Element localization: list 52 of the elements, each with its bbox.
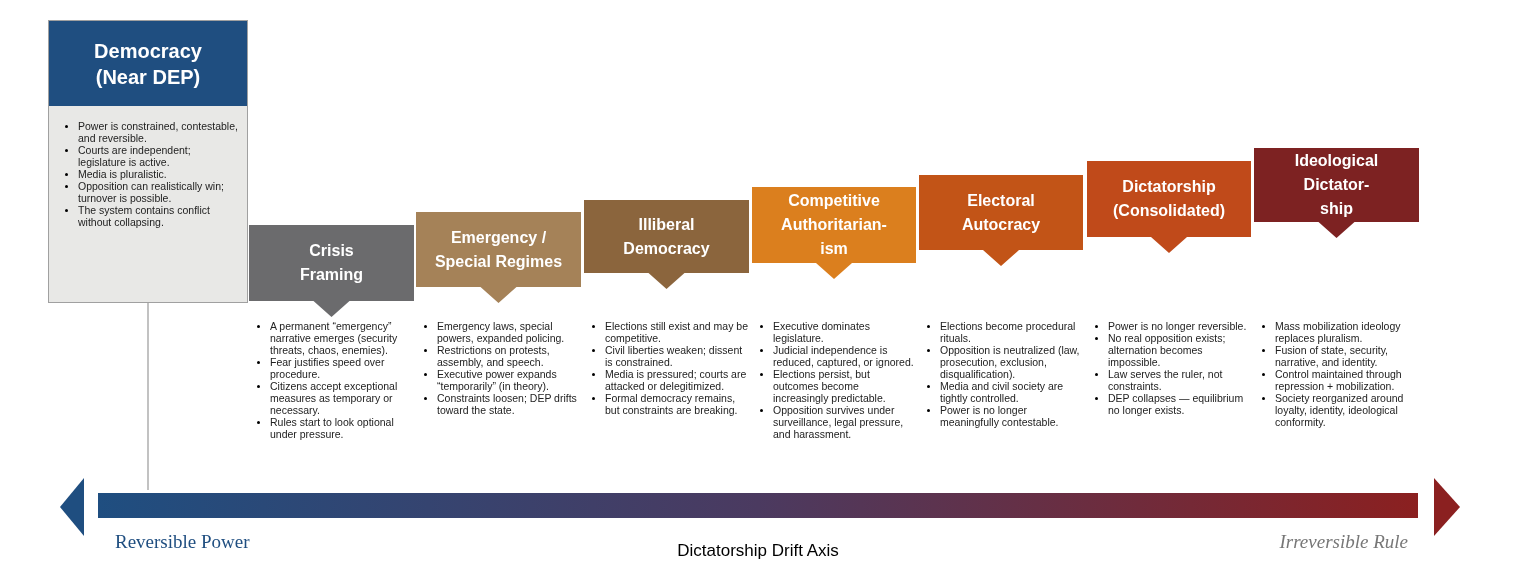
bullet-item: Restrictions on protests, assembly, and speech. xyxy=(424,344,581,368)
bullet-item: Media is pressured; courts are attacked or delegitimized. xyxy=(592,368,749,392)
bullet-item: Executive dominates legislature. xyxy=(760,320,916,344)
bullet-item: Mass mobilization ideology replaces pluralism. xyxy=(1262,320,1419,344)
bullet-item: Elections still exist and may be competitive. xyxy=(592,320,749,344)
bullet-item: Fear justifies speed over procedure. xyxy=(257,356,414,380)
bullet-item: Elections persist, but outcomes become increasingly predictable. xyxy=(760,368,916,404)
stage-title: Dictatorship (Consolidated) xyxy=(1112,177,1226,221)
axis-label: Reversible Power xyxy=(115,530,250,554)
stage-title: Competitive Authoritarian- ism xyxy=(780,191,888,259)
axis-title: Dictatorship Drift Axis xyxy=(677,540,839,562)
bullet-item: Rules start to look optional under pressure. xyxy=(257,416,414,440)
bullet-item: Citizens accept exceptional measures as temporary or necessary. xyxy=(257,380,414,416)
bullet-item: Courts are independent; legislature is active. xyxy=(65,144,241,168)
bullet-item: Power is no longer reversible. xyxy=(1095,320,1251,332)
bullet-item: Executive power expands “temporarily” (in theory). xyxy=(424,368,581,392)
bullet-item: Opposition survives under surveillance, legal pressure, and harassment. xyxy=(760,404,916,440)
stage-title: Electoral Autocracy xyxy=(960,190,1042,235)
bullet-item: A permanent “emergency” narrative emerges (security threats, chaos, enemies). xyxy=(257,320,414,356)
bullet-item: Emergency laws, special powers, expanded policing. xyxy=(424,320,581,344)
stage-title: Illiberal Democracy xyxy=(622,214,711,259)
stage-title: Ideological Dictator- ship xyxy=(1293,151,1380,219)
bullet-item: Elections become procedural rituals. xyxy=(927,320,1083,344)
callout-box xyxy=(1254,148,1419,238)
bullet-item: Law serves the ruler, not constraints. xyxy=(1095,368,1251,392)
bullet-item: Judicial independence is reduced, captured, or ignored. xyxy=(760,344,916,368)
callout-box xyxy=(1087,161,1251,253)
stage-card xyxy=(48,20,248,303)
bullet-item: Opposition can realistically win; turnover is possible. xyxy=(65,180,241,204)
callout-box xyxy=(249,225,414,317)
bullet-item: Power is constrained, contestable, and reversible. xyxy=(65,120,241,144)
bullet-item: Society reorganized around loyalty, identity, ideological conformity. xyxy=(1262,392,1419,428)
stage-title: Crisis Framing xyxy=(298,241,365,285)
bullet-item: The system contains conflict without collapsing. xyxy=(65,204,241,228)
bullet-item: Media is pluralistic. xyxy=(65,168,241,180)
callout-box xyxy=(416,212,581,303)
axis-label: Irreversible Rule xyxy=(1279,530,1408,554)
bullet-item: Civil liberties weaken; dissent is constrained. xyxy=(592,344,749,368)
bullet-item: Fusion of state, security, narrative, and identity. xyxy=(1262,344,1419,368)
bullet-item: Power is no longer meaningfully contestable. xyxy=(927,404,1083,428)
stage-title: Democracy (Near DEP) xyxy=(49,21,247,106)
bullet-item: Media and civil society are tightly controlled. xyxy=(927,380,1083,404)
callout-box xyxy=(584,200,749,289)
callout-box xyxy=(752,187,916,279)
bullet-item: Constraints loosen; DEP drifts toward the state. xyxy=(424,392,581,416)
callout-box xyxy=(919,175,1083,266)
bullet-item: No real opposition exists; alternation becomes impossible. xyxy=(1095,332,1251,368)
bullet-item: Control maintained through repression + mobilization. xyxy=(1262,368,1419,392)
bullet-item: DEP collapses — equilibrium no longer exists. xyxy=(1095,392,1251,416)
bullet-item: Formal democracy remains, but constraints are breaking. xyxy=(592,392,749,416)
stage-title: Emergency / Special Regimes xyxy=(433,227,564,272)
bullet-item: Opposition is neutralized (law, prosecution, exclusion, disqualification). xyxy=(927,344,1083,380)
